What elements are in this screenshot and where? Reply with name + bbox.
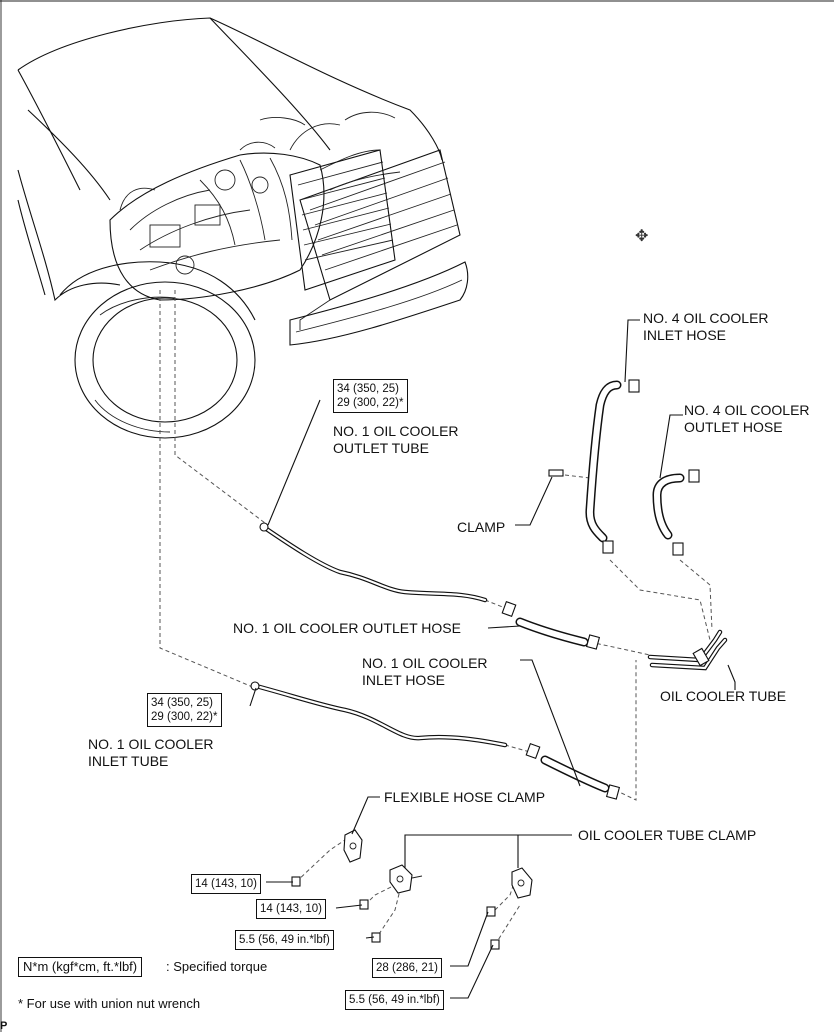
label-flexible-hose-clamp: FLEXIBLE HOSE CLAMP	[384, 789, 546, 805]
legend-note: * For use with union nut wrench	[18, 996, 201, 1011]
label-no1-oil-cooler-outlet-hose: NO. 1 OIL COOLER OUTLET HOSE	[233, 620, 461, 636]
torque-box-inlet-tube: 34 (350, 25) 29 (300, 22)*	[147, 693, 222, 727]
no4-oil-cooler-inlet-hose	[585, 379, 640, 554]
vehicle-illustration	[17, 17, 469, 439]
move-cursor-icon[interactable]: ✥	[635, 228, 649, 245]
torque-box-tube-clamp2-bolt-b: 5.5 (56, 49 in.*lbf)	[345, 990, 444, 1010]
label-no4-oil-cooler-outlet-hose: NO. 4 OIL COOLER OUTLET HOSE	[684, 402, 810, 435]
oil-cooler-tube-clamp-parts	[359, 864, 533, 950]
torque-box-tube-clamp2-bolt-a: 28 (286, 21)	[372, 958, 443, 978]
label-oil-cooler-tube-clamp: OIL COOLER TUBE CLAMP	[578, 827, 757, 843]
label-clamp: CLAMP	[457, 519, 506, 535]
label-no1-oil-cooler-outlet-tube: NO. 1 OIL COOLER OUTLET TUBE	[333, 423, 459, 456]
label-no1-oil-cooler-inlet-tube: NO. 1 OIL COOLER INLET TUBE	[88, 736, 214, 769]
label-no4-oil-cooler-inlet-hose: NO. 4 OIL COOLER INLET HOSE	[643, 310, 769, 343]
label-oil-cooler-tube: OIL COOLER TUBE	[660, 688, 787, 704]
torque-box-outlet-tube: 34 (350, 25) 29 (300, 22)*	[333, 379, 408, 413]
no4-oil-cooler-outlet-hose	[652, 469, 700, 556]
flexible-hose-clamp-part	[291, 829, 363, 887]
torque-box-tube-clamp-bolt-b: 5.5 (56, 49 in.*lbf)	[235, 930, 334, 950]
footer-mark: P	[0, 1020, 8, 1032]
torque-box-tube-clamp-bolt-a: 14 (143, 10)	[256, 899, 327, 919]
oil-cooler-tube-part	[647, 629, 728, 671]
no1-oil-cooler-outlet-hose	[501, 600, 601, 650]
label-no1-oil-cooler-inlet-hose: NO. 1 OIL COOLER INLET HOSE	[362, 655, 488, 688]
torque-box-flex-clamp-bolt: 14 (143, 10)	[191, 874, 262, 894]
no1-oil-cooler-outlet-tube	[259, 522, 488, 603]
clamp-part	[548, 469, 564, 477]
no1-oil-cooler-inlet-hose	[525, 742, 621, 800]
legend-unit-box: N*m (kgf*cm, ft.*lbf)	[18, 957, 143, 977]
legend-unit-text: : Specified torque	[166, 959, 268, 974]
callout-lines	[249, 319, 736, 999]
no1-oil-cooler-inlet-tube	[250, 681, 508, 748]
